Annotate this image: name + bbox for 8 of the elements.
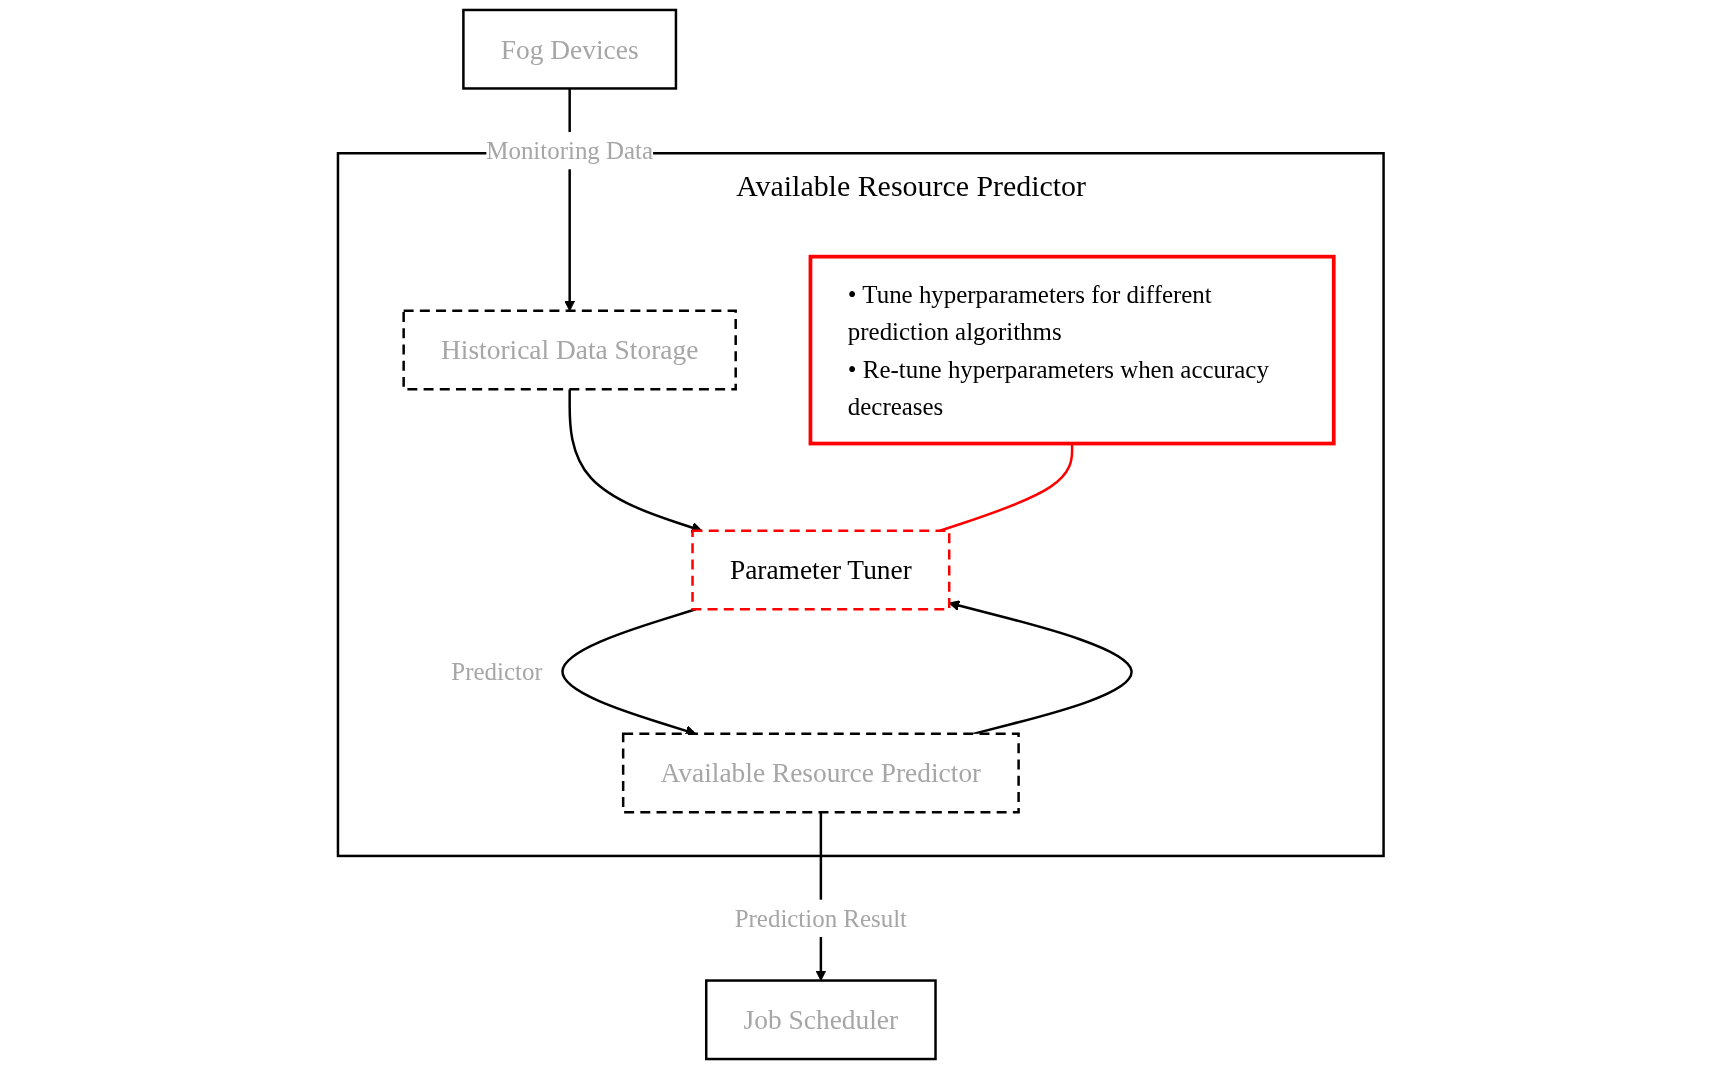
node-box: • Tune hyperparameters for different prediction algorithms • Re-tune hyperparameters when accuracy decreases (808, 254, 1336, 446)
node-box: Historical Data Storage (402, 309, 737, 391)
edge-label: Prediction Result (734, 904, 907, 932)
node-box: Parameter Tuner (691, 529, 951, 611)
node-box: Fog Devices (461, 8, 677, 90)
node-box: Job Scheduler (704, 979, 937, 1061)
edge-label: Predictor (451, 657, 543, 686)
node-box: Available Resource Predictor (621, 732, 1020, 814)
